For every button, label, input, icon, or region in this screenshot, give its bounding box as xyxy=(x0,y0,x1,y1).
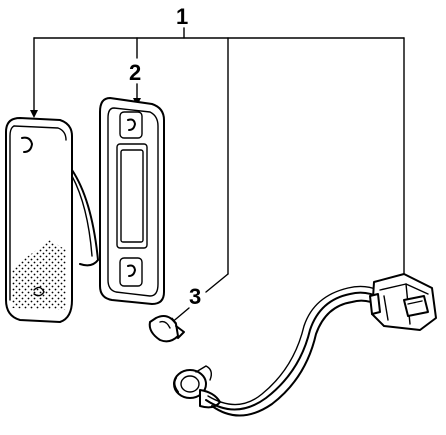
gasket xyxy=(99,97,165,305)
socket-harness xyxy=(173,273,437,417)
callout-1-label: 1 xyxy=(176,4,188,29)
callout-1-leader xyxy=(30,27,408,285)
lens-assembly xyxy=(5,117,99,323)
bulb xyxy=(148,315,185,343)
callout-3-label: 3 xyxy=(189,284,201,309)
callout-2-label: 2 xyxy=(129,60,141,85)
